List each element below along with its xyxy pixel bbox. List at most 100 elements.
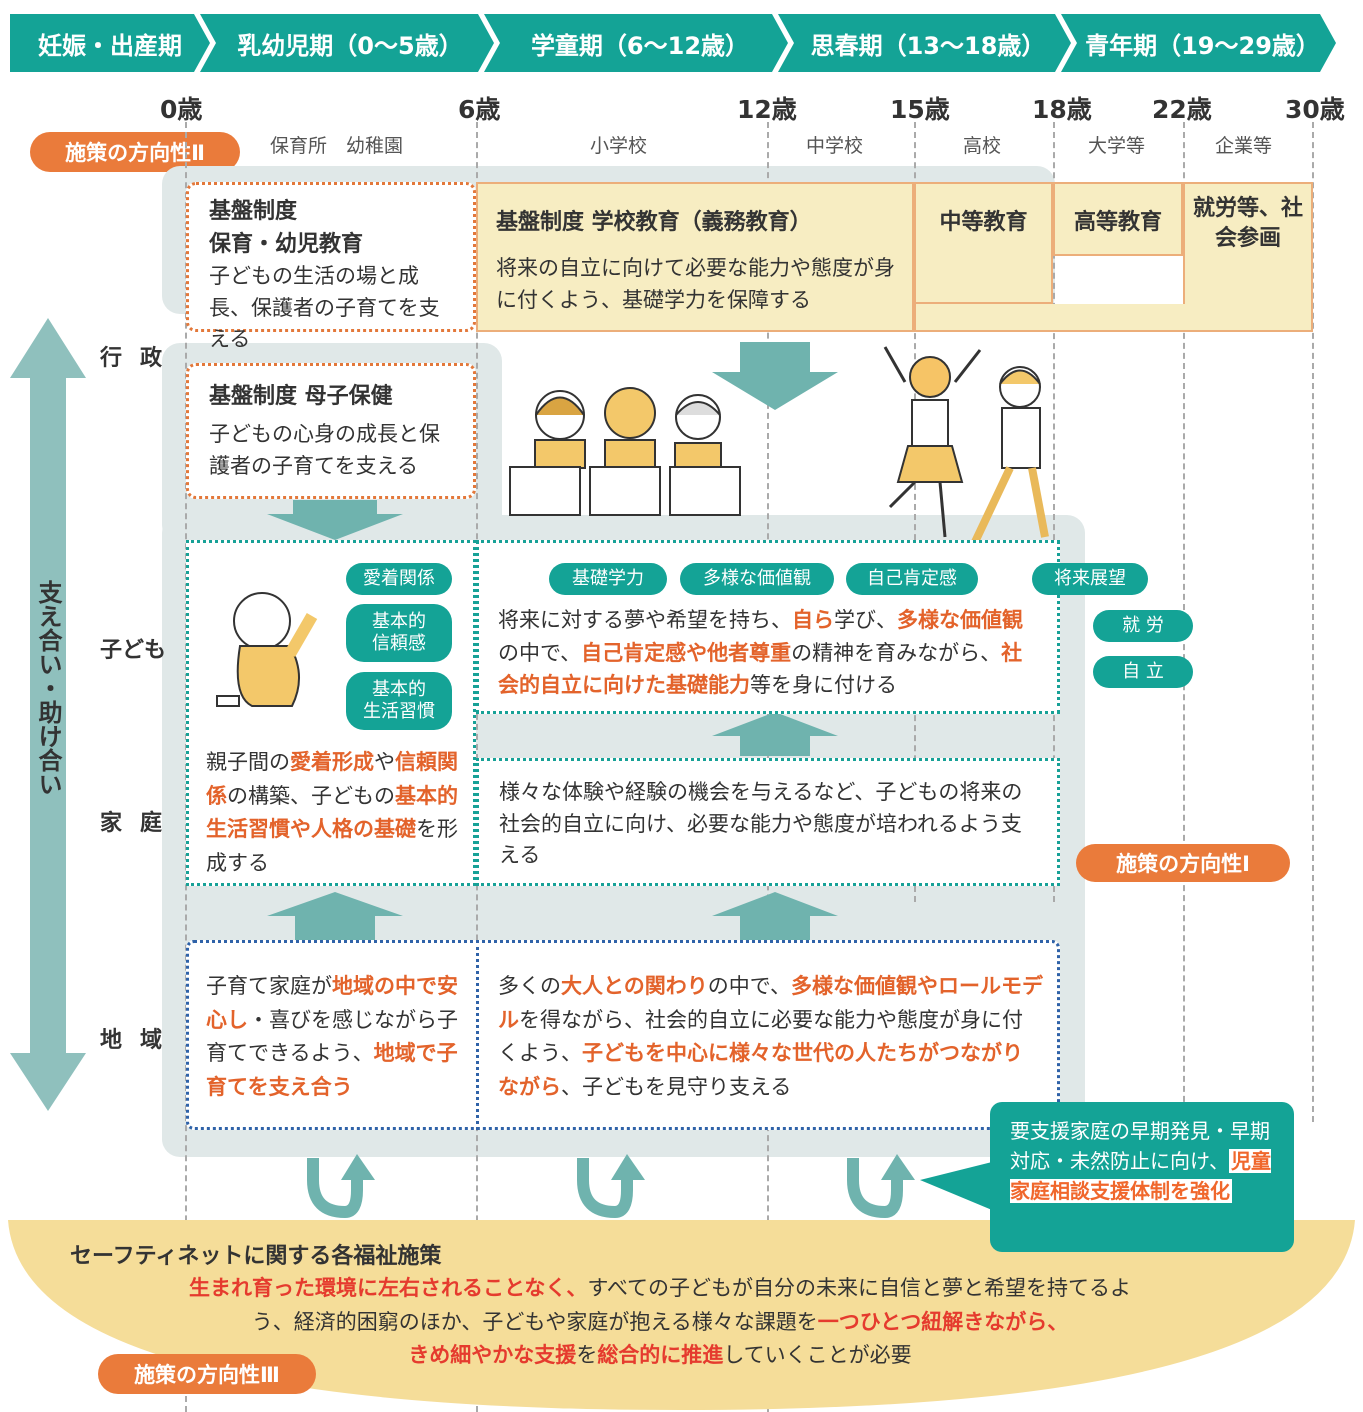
text-seg: 子育て家庭が — [206, 974, 332, 998]
school-education-content: 基盤制度 学校教育（義務教育） 将来の自立に向けて必要な能力や態度が身に付くよう… — [496, 206, 906, 316]
age-30: 30歳 — [1285, 95, 1345, 124]
age-0: 0歳 — [160, 95, 203, 124]
row-family: 家庭 — [100, 811, 181, 836]
maternal-health-box: 基盤制度 母子保健 子どもの心身の成長と保護者の子育てを支える — [186, 363, 476, 499]
stage-school-age: 学童期（6〜12歳） — [530, 31, 750, 60]
tag-basic-academic: 基礎学力 — [549, 563, 667, 595]
school-junior-high: 中学校 — [806, 135, 864, 157]
callout-text: 要支援家庭の早期発見・早期対応・未然防止に向け、 — [1010, 1119, 1270, 1173]
gridline-15 — [914, 122, 916, 902]
tag-self-esteem: 自己肯定感 — [846, 563, 978, 595]
text-seg: を — [576, 1343, 598, 1368]
up-arrow-community-early — [267, 892, 403, 940]
community-school-text: 多くの大人との関わりの中で、多様な価値観やロールモデルを得ながら、社会的自立に必… — [498, 970, 1043, 1104]
safety-net-text: 生まれ育った環境に左右されることなく、すべての子どもが自分の未来に自信と夢と希望… — [170, 1272, 1150, 1373]
up-arrow-community-school — [712, 892, 838, 940]
early-education-text: 子どもの生活の場と成長、保護者の子育てを支える — [209, 264, 440, 351]
highlight-seg: 一つひとつ紐解きながら、 — [817, 1309, 1069, 1334]
text-seg: 等を身に付ける — [750, 673, 897, 698]
family-school-text: 様々な体験や経験の機会を与えるなど、子どもの将来の社会的自立に向け、必要な能力や… — [499, 780, 1023, 867]
school-education-title: 基盤制度 学校教育（義務教育） — [496, 210, 812, 235]
baby-illustration — [216, 592, 318, 707]
tag-attachment: 愛着関係 — [346, 563, 452, 595]
row-community: 地域 — [100, 1028, 181, 1053]
age-6: 6歳 — [458, 95, 501, 124]
highlight-seg: 自ら — [792, 608, 834, 632]
lower-yellow-band — [914, 304, 1313, 332]
tag-independence: 自 立 — [1093, 656, 1193, 688]
row-admin: 行政 — [100, 346, 181, 371]
secondary-education-box — [914, 182, 1053, 304]
highlight-seg: きめ細やかな支援 — [408, 1343, 577, 1368]
age-18: 18歳 — [1032, 95, 1092, 124]
policy-direction-3: 施策の方向性Ⅲ — [98, 1354, 316, 1394]
stage-header-bar — [10, 14, 1336, 72]
youth-illustration — [883, 346, 1049, 544]
stage-pregnancy: 妊娠・出産期 — [38, 31, 182, 60]
text-seg: 親子間の — [206, 750, 290, 774]
callout-pointer — [920, 1162, 992, 1210]
work-label: 就労等、社会参画 — [1188, 194, 1308, 253]
highlight-seg: 多様な価値観やロールモデル — [498, 974, 1043, 1032]
cycle-arrow-icon — [847, 1154, 915, 1219]
family-school-box: 様々な体験や経験の機会を与えるなど、子どもの将来の社会的自立に向け、必要な能力や… — [476, 758, 1060, 886]
school-nursery: 保育所 幼稚園 — [270, 135, 404, 157]
tag-basic-habits: 基本的 生活習慣 — [346, 672, 452, 730]
early-education-box: 基盤制度 保育・幼児教育 子どもの生活の場と成長、保護者の子育てを支える — [186, 182, 476, 351]
up-arrow-family-child — [712, 712, 838, 756]
age-12: 12歳 — [737, 95, 797, 124]
highlight-seg: 基本的生活習慣や人格の基礎 — [206, 783, 458, 842]
stage-youth: 青年期（19〜29歳） — [1085, 31, 1320, 60]
tag-future-outlook: 将来展望 — [1032, 563, 1148, 595]
students-illustration — [509, 387, 741, 516]
early-education-title1: 基盤制度 — [209, 199, 298, 224]
gridline-18 — [1053, 122, 1055, 902]
gridline-30 — [1312, 122, 1314, 1122]
callout-box: 要支援家庭の早期発見・早期対応・未然防止に向け、児童家庭相談支援体制を強化 — [990, 1102, 1294, 1252]
policy-direction-1: 施策の方向性Ⅰ — [1076, 844, 1290, 882]
community-early-text: 子育て家庭が地域の中で安心し・喜びを感じながら子育てできるよう、地域で子育てを支… — [206, 970, 464, 1104]
row-child: 子ども — [100, 638, 167, 663]
school-education-box — [476, 182, 914, 332]
double-arrow-icon — [10, 318, 86, 1111]
highlight-seg: 地域の中で安心し — [206, 974, 458, 1032]
age-15: 15歳 — [890, 95, 950, 124]
maternal-health-title: 基盤制度 母子保健 — [209, 384, 393, 409]
highlight-seg: 地域で子育てを支え合う — [206, 1041, 458, 1099]
higher-education-box — [1053, 182, 1183, 256]
community-box — [186, 940, 1060, 1130]
highlight-seg: 子どもを中心に様々な世代の人たちがつながりながら — [498, 1041, 1023, 1099]
family-early-text: 親子間の愛着形成や信頼関係の構築、子どもの基本的生活習慣や人格の基礎を形成する — [206, 746, 464, 880]
text-seg: 多くの — [498, 974, 561, 998]
text-seg: すべての子どもが自分の未来に自信と夢と希望を持てるよう、経済的困窮のほか、子ども… — [251, 1276, 1132, 1334]
school-elementary: 小学校 — [590, 135, 648, 157]
maternal-health-text: 子どもの心身の成長と保護者の子育てを支える — [209, 422, 440, 478]
highlight-seg: 総合的に推進 — [597, 1343, 724, 1368]
text-seg: や — [374, 750, 395, 774]
school-education-text: 将来の自立に向けて必要な能力や態度が身に付くよう、基礎学力を保障する — [496, 256, 895, 312]
text-seg: の精神を育みながら、 — [791, 640, 1002, 665]
highlight-seg: 社会的自立に向けた基礎能力 — [498, 640, 1023, 698]
work-label-text: 就労等、社会参画 — [1192, 196, 1303, 251]
highlight-seg: 大人との関わり — [561, 974, 708, 998]
cycle-arrow-icon — [577, 1154, 645, 1219]
highlight-seg: 愛着形成 — [290, 750, 374, 774]
cycle-arrow-icon — [307, 1154, 375, 1219]
highlight-seg: 信頼関係 — [206, 750, 458, 808]
text-seg: していくことが必要 — [723, 1343, 912, 1368]
tag-diverse-values: 多様な価値観 — [680, 563, 834, 595]
text-seg: 、子どもを見守り支える — [561, 1074, 792, 1099]
text-seg: ・喜びを感じながら子育てできるよう、 — [206, 1007, 458, 1066]
highlight-seg: 自己肯定感や他者尊重 — [581, 640, 792, 665]
down-arrow-admin — [712, 342, 838, 410]
tag-basic-trust: 基本的 信頼感 — [346, 604, 452, 662]
safety-net-arc — [8, 1220, 1355, 1410]
text-seg: 学び、 — [834, 608, 897, 632]
child-school-text: 将来に対する夢や希望を持ち、自ら学び、多様な価値観の中で、自己肯定感や他者尊重の… — [498, 604, 1043, 702]
stage-adolescence: 思春期（13〜18歳） — [810, 31, 1046, 60]
higher-education-label: 高等教育 — [1073, 210, 1162, 235]
text-seg: 将来に対する夢や希望を持ち、 — [498, 608, 792, 632]
school-high: 高校 — [963, 135, 1002, 157]
policy-direction-2: 施策の方向性Ⅱ — [30, 132, 240, 172]
highlight-seg: 多様な価値観 — [897, 608, 1023, 632]
